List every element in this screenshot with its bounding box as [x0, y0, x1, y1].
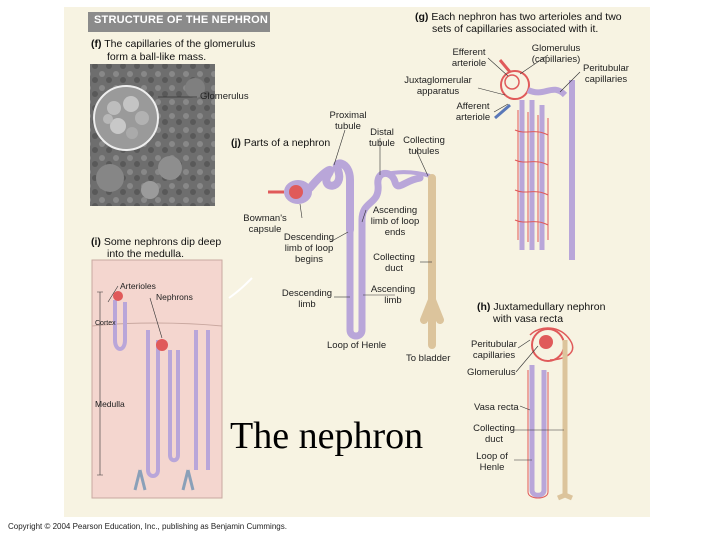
label-ascending-limb-line1: Ascending: [366, 205, 424, 216]
glomerulus-micrograph: [90, 64, 215, 206]
panel-h-caption-line1: Juxtamedullary nephron: [493, 301, 605, 313]
panel-h-letter: (h): [477, 301, 490, 313]
label-glomerulus-h: Glomerulus: [467, 367, 516, 378]
label-juxta-line1: Juxtaglomerular: [398, 75, 478, 86]
copyright-notice: Copyright © 2004 Pearson Education, Inc.…: [8, 522, 287, 531]
label-peritubular-g-line2: capillaries: [578, 74, 634, 85]
label-collecting-duct-j-line2: duct: [368, 263, 420, 274]
label-ascending-line1: Ascending: [368, 284, 418, 295]
label-juxtaglomerular-apparatus: Juxtaglomerular apparatus: [398, 75, 478, 97]
label-peritubular-capillaries-g: Peritubular capillaries: [578, 63, 634, 85]
panel-j-caption-text: Parts of a nephron: [244, 137, 330, 149]
panel-f-glomerulus-label: Glomerulus: [200, 91, 249, 102]
label-collecting-tubules-line2: tubules: [398, 146, 450, 157]
label-efferent-line2: arteriole: [446, 58, 492, 69]
label-nephrons: Nephrons: [156, 292, 193, 303]
label-cortex: Cortex: [95, 318, 116, 329]
label-afferent-arteriole: Afferent arteriole: [450, 101, 496, 123]
panel-f-caption-line2: form a ball-like mass.: [107, 51, 206, 63]
panel-i-caption-line1: Some nephrons dip deep: [104, 236, 221, 248]
label-descending-begins-line2: limb of loop: [280, 243, 338, 254]
label-loop-of-henle-h: Loop of Henle: [470, 451, 514, 473]
panel-g-letter: (g): [415, 11, 428, 23]
label-descending-begins-line1: Descending: [280, 232, 338, 243]
label-collecting-tubules: Collecting tubules: [398, 135, 450, 157]
label-collecting-duct-j-line1: Collecting: [368, 252, 420, 263]
panel-g-caption: (g) Each nephron has two arterioles and …: [415, 11, 622, 23]
label-to-bladder: To bladder: [406, 353, 450, 364]
panel-f-caption: (f) The capillaries of the glomerulus: [91, 38, 255, 50]
label-distal-line1: Distal: [364, 127, 400, 138]
juxtamedullary-nephron-diagram: [512, 328, 573, 498]
label-loop-of-henle-j: Loop of Henle: [327, 340, 386, 351]
label-ascending-limb: Ascending limb: [368, 284, 418, 306]
label-descending-limb: Descending limb: [280, 288, 334, 310]
label-collecting-duct-j: Collecting duct: [368, 252, 420, 274]
label-medulla: Medulla: [95, 399, 125, 410]
label-descending-limb-begins: Descending limb of loop begins: [280, 232, 338, 265]
label-collecting-duct-h-line2: duct: [470, 434, 518, 445]
label-ascending-limb-ends: Ascending limb of loop ends: [366, 205, 424, 238]
label-collecting-tubules-line1: Collecting: [398, 135, 450, 146]
panel-g-caption-line2: sets of capillaries associated with it.: [432, 23, 598, 35]
panel-j-letter: (j): [231, 137, 241, 149]
label-peritubular-h-line1: Peritubular: [468, 339, 520, 350]
panel-i-letter: (i): [91, 236, 101, 248]
label-juxta-line2: apparatus: [398, 86, 478, 97]
panel-f-letter: (f): [91, 38, 102, 50]
label-glomerulus-capillaries: Glomerulus (capillaries): [528, 43, 584, 65]
panel-g-caption-line1: Each nephron has two arterioles and two: [431, 11, 621, 23]
page-title: STRUCTURE OF THE NEPHRON: [94, 14, 268, 26]
panel-h-caption-line2: with vasa recta: [493, 313, 563, 325]
label-proximal-line1: Proximal: [325, 110, 371, 121]
arterioles-capillaries-diagram: [478, 55, 580, 260]
label-efferent-arteriole: Efferent arteriole: [446, 47, 492, 69]
label-distal-line2: tubule: [364, 138, 400, 149]
label-afferent-line2: arteriole: [450, 112, 496, 123]
label-ascending-limb-line2: limb of loop: [366, 216, 424, 227]
label-glomerulus-line2: (capillaries): [528, 54, 584, 65]
label-arterioles: Arterioles: [120, 281, 156, 292]
label-ascending-limb-line3: ends: [366, 227, 424, 238]
label-vasa-recta: Vasa recta: [474, 402, 519, 413]
panel-f-caption-line1: The capillaries of the glomerulus: [104, 38, 255, 50]
label-bowmans-line1: Bowman's: [240, 213, 290, 224]
label-descending-limb-line1: Descending: [280, 288, 334, 299]
label-ascending-line2: limb: [368, 295, 418, 306]
label-loop-h-line2: Henle: [470, 462, 514, 473]
label-peritubular-capillaries-h: Peritubular capillaries: [468, 339, 520, 361]
label-glomerulus-line1: Glomerulus: [528, 43, 584, 54]
slide-caption: The nephron: [230, 414, 423, 458]
panel-i-caption: (i) Some nephrons dip deep: [91, 236, 221, 248]
label-loop-h-line1: Loop of: [470, 451, 514, 462]
label-peritubular-g-line1: Peritubular: [578, 63, 634, 74]
label-descending-limb-line2: limb: [280, 299, 334, 310]
panel-j-caption: (j) Parts of a nephron: [231, 137, 330, 149]
label-peritubular-h-line2: capillaries: [468, 350, 520, 361]
label-collecting-duct-h: Collecting duct: [470, 423, 518, 445]
label-afferent-line1: Afferent: [450, 101, 496, 112]
label-distal-tubule: Distal tubule: [364, 127, 400, 149]
panel-h-caption: (h) Juxtamedullary nephron: [477, 301, 605, 313]
label-descending-begins-line3: begins: [280, 254, 338, 265]
panel-i-caption-line2: into the medulla.: [107, 248, 184, 260]
label-collecting-duct-h-line1: Collecting: [470, 423, 518, 434]
label-efferent-line1: Efferent: [446, 47, 492, 58]
